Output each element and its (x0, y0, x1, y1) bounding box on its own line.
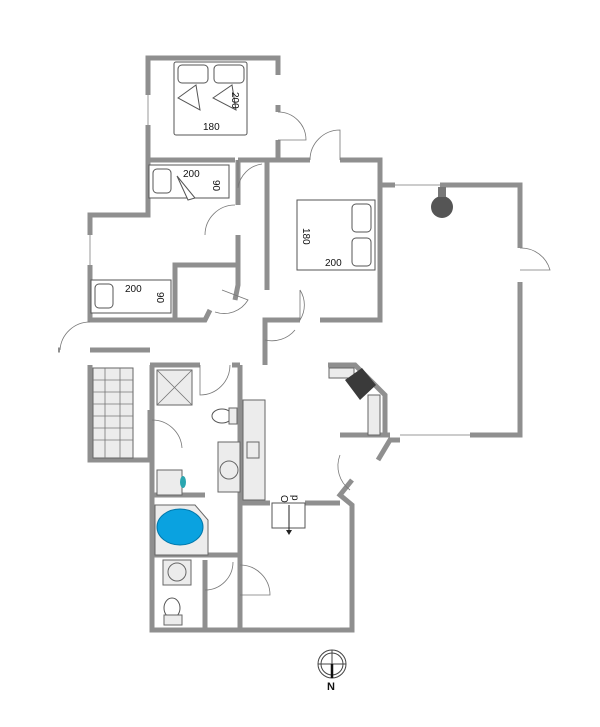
bed-length-label: 200 (125, 284, 142, 295)
bathtub-icon (156, 508, 204, 546)
stove-icon (431, 187, 453, 218)
washing-machine-icon (156, 469, 183, 496)
bed-single-2: 200 90 (90, 279, 172, 314)
stair-label-p: p (289, 495, 300, 501)
bed-double-2: 180 200 (296, 199, 376, 271)
staircase (92, 367, 134, 459)
bed-width-label: 90 (210, 180, 221, 192)
bed-width-label: 180 (300, 228, 311, 245)
stair-label-o: O (278, 495, 289, 503)
sink-icon (219, 460, 239, 480)
bed-width-label: 90 (154, 292, 165, 304)
walls (58, 55, 523, 633)
stove-icon (345, 368, 376, 400)
kitchen: O p (242, 367, 381, 535)
bed-length-label: 200 (325, 258, 342, 269)
bed-single-1: 200 90 (148, 164, 230, 201)
sink-icon (246, 441, 260, 459)
sink-icon (167, 562, 187, 582)
bed-length-label: 200 (229, 92, 240, 109)
windows (89, 95, 521, 629)
doors (59, 111, 551, 596)
bed-width-label: 180 (203, 122, 220, 133)
bed-length-label: 200 (183, 169, 200, 180)
bed-master: 180 200 (173, 61, 248, 136)
north-label: N (327, 681, 335, 693)
compass-icon: N (317, 649, 347, 693)
bathroom (154, 369, 241, 626)
